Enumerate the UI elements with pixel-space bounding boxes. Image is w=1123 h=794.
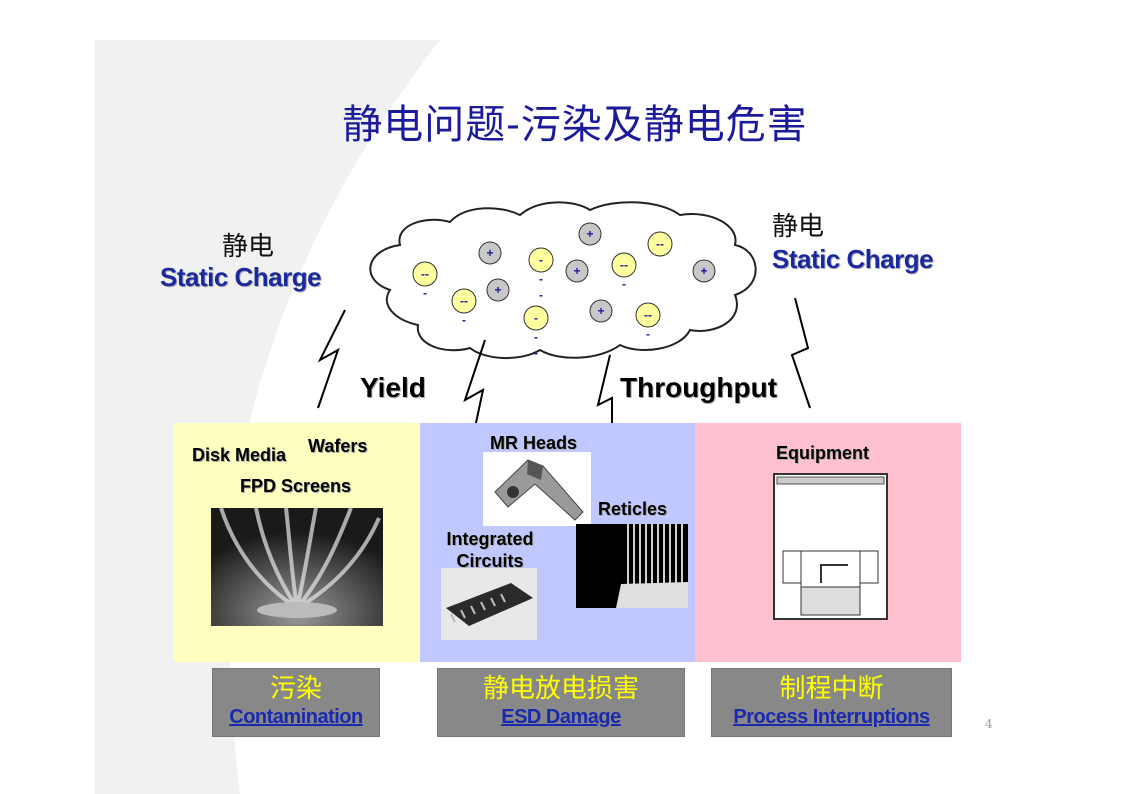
positive-charge (692, 259, 716, 283)
fpd-screens-label: FPD Screens (240, 476, 352, 496)
caption-process: 制程中断 Process Interruptions (711, 668, 952, 737)
reticles-photo (576, 524, 688, 608)
positive-charges (478, 222, 716, 323)
lightning-bolt-right (790, 297, 811, 409)
caption-contamination-zh: 污染 (269, 674, 322, 704)
negative-sign: - (534, 311, 538, 325)
right-static-charge-zh: 静电 (772, 212, 825, 242)
throughput-label: Throughput (620, 372, 778, 403)
disk-media-label: Disk Media (192, 445, 287, 465)
charge-tail-mark: - (539, 272, 543, 286)
positive-sign: + (573, 264, 580, 278)
charge-tail-mark: - (423, 286, 427, 300)
positive-sign: + (486, 246, 493, 260)
positive-charge (578, 222, 602, 246)
caption-esd-zh: 静电放电损害 (482, 674, 639, 704)
lightning-bolt-left (317, 309, 346, 409)
charge-tail-mark: - (534, 346, 538, 360)
negative-sign: -- (421, 267, 429, 281)
positive-charge (589, 299, 613, 323)
yield-label: Yield (360, 372, 426, 403)
equipment-label: Equipment (776, 443, 869, 463)
charge-tail-mark: - (462, 313, 466, 327)
negative-charge (635, 302, 661, 328)
right-static-charge-en: Static Charge (772, 244, 934, 274)
integrated-circuits-label: Integrated Circuits (446, 529, 534, 571)
caption-contamination-en: Contamination (229, 706, 363, 728)
negative-sign: -- (644, 308, 652, 322)
negative-charge (528, 247, 554, 273)
negative-sign: -- (656, 237, 664, 251)
equipment-icon (773, 473, 888, 620)
caption-contamination: 污染 Contamination (212, 668, 380, 737)
charge-tail-mark: - (622, 277, 626, 291)
page-number: 4 (985, 717, 993, 731)
negative-charge (647, 231, 673, 257)
positive-sign: + (586, 227, 593, 241)
negative-sign: -- (620, 258, 628, 272)
left-static-charge-en: Static Charge (160, 262, 322, 292)
charge-tail-mark: - (646, 327, 650, 341)
left-static-charge-zh: 静电 (222, 232, 275, 262)
positive-sign: + (494, 283, 501, 297)
negative-charge (451, 288, 477, 314)
reticles-label: Reticles (598, 499, 668, 519)
mr-heads-label: MR Heads (490, 433, 578, 453)
wafers-label: Wafers (308, 436, 368, 456)
mr-heads-photo (483, 452, 591, 526)
positive-sign: + (597, 304, 604, 318)
charge-tail-mark: - (539, 288, 543, 302)
negative-sign: - (539, 253, 543, 267)
negative-charge (523, 305, 549, 331)
charge-tail-mark: - (534, 330, 538, 344)
caption-process-zh: 制程中断 (779, 674, 884, 704)
positive-charge (565, 259, 589, 283)
positive-sign: + (700, 264, 707, 278)
caption-esd-en: ESD Damage (501, 706, 621, 728)
positive-charge (478, 241, 502, 265)
slide-title: 静电问题-污染及静电危害 (342, 102, 808, 148)
caption-process-en: Process Interruptions (733, 706, 930, 728)
negative-charge (412, 261, 438, 287)
contamination-particles-photo (211, 508, 383, 626)
positive-charge (486, 278, 510, 302)
integrated-circuits-photo (441, 568, 537, 640)
negative-sign: -- (460, 294, 468, 308)
caption-esd: 静电放电损害 ESD Damage (437, 668, 685, 737)
negative-charges (412, 231, 673, 331)
negative-charge (611, 252, 637, 278)
